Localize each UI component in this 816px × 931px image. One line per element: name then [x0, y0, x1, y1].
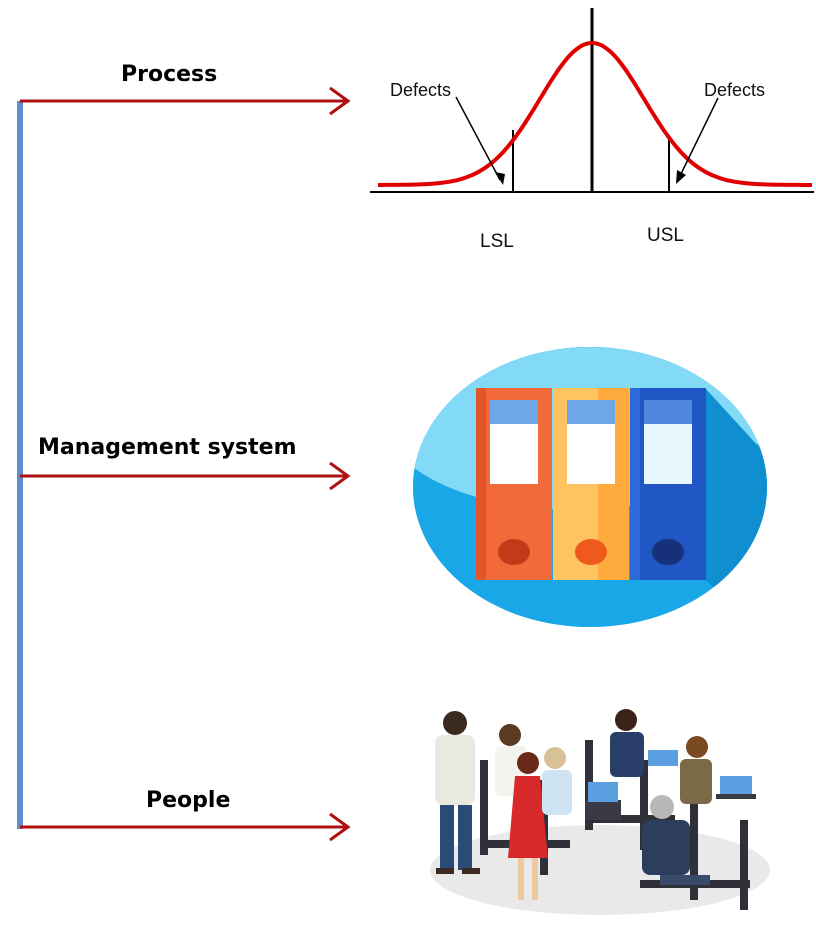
right-defects-pointer	[676, 97, 719, 184]
lsl-label: LSL	[480, 231, 514, 252]
bell-curve	[378, 40, 812, 187]
usl-label: USL	[647, 225, 684, 246]
right-defects-label: Defects	[704, 80, 765, 100]
people-arrow	[20, 812, 351, 842]
trunk-line	[17, 101, 23, 829]
left-defects-label: Defects	[390, 80, 451, 100]
normal-curve-figure: Defects Defects LSL USL	[370, 8, 814, 252]
people-label: People	[146, 788, 231, 813]
people-training-icon	[430, 709, 770, 915]
management-arrow	[20, 461, 351, 491]
process-arrow	[20, 86, 351, 116]
left-defects-pointer	[455, 96, 505, 185]
binders-icon	[413, 347, 767, 627]
process-label: Process	[121, 62, 218, 87]
management-system-label: Management system	[38, 435, 297, 460]
